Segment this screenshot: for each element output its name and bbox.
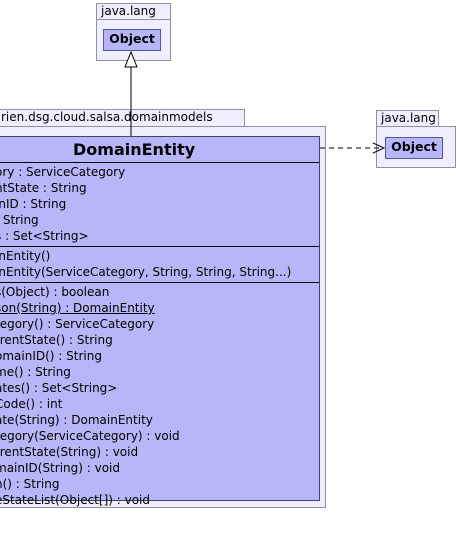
top-object-class[interactable]: Object	[103, 29, 161, 51]
attributes-compartment: ory : ServiceCategory ntState : String i…	[0, 163, 319, 247]
method: me() : String	[0, 365, 71, 379]
method: tegory(ServiceCategory) : void	[0, 429, 180, 443]
attribute: inID : String	[0, 197, 67, 211]
main-package-tab: rien.dsg.cloud.salsa.domainmodels	[0, 109, 245, 127]
domain-entity-class[interactable]: DomainEntity ory : ServiceCategory ntSta…	[0, 136, 320, 507]
method: rrentState() : String	[0, 333, 113, 347]
method: Code() : int	[0, 397, 63, 411]
constructors-compartment: inEntity() inEntity(ServiceCategory, Str…	[0, 247, 319, 283]
generalization-arrowhead	[124, 50, 138, 68]
method: ate(String) : DomainEntity	[0, 413, 153, 427]
attribute: ory : ServiceCategory	[0, 165, 126, 179]
method: mainID(String) : void	[0, 461, 121, 475]
method: omainID() : String	[0, 349, 102, 363]
method: son(String) : DomainEntity	[0, 301, 155, 315]
constructor: inEntity(ServiceCategory, String, String…	[0, 265, 292, 279]
class-name: DomainEntity	[0, 137, 319, 163]
methods-compartment: s(Object) : boolean son(String) : DomainE…	[0, 283, 319, 510]
attribute: s : Set<String>	[0, 229, 89, 243]
method: ates() : Set<String>	[0, 381, 118, 395]
method: s(Object) : boolean	[0, 285, 110, 299]
method: n() : String	[0, 477, 60, 491]
method: tegory() : ServiceCategory	[0, 317, 155, 331]
constructor: inEntity()	[0, 249, 51, 263]
attribute: : String	[0, 213, 39, 227]
method: eStateList(Object[]) : void	[0, 493, 150, 507]
dependency-arrowhead	[372, 142, 386, 154]
right-object-class[interactable]: Object	[385, 137, 443, 159]
attribute: ntState : String	[0, 181, 87, 195]
method: rrentState(String) : void	[0, 445, 139, 459]
